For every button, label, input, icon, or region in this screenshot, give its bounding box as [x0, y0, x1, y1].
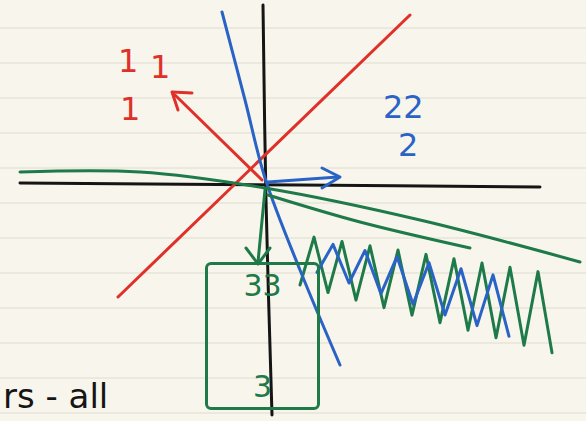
hatch-scribble: [300, 237, 552, 353]
green-arrow: [258, 190, 265, 262]
ruled-line: [0, 98, 586, 99]
green-box: 333: [205, 262, 320, 410]
hatch-scribble: [317, 244, 509, 336]
green-line: [268, 195, 470, 248]
number-text: 33: [243, 269, 281, 302]
number-label: 2: [398, 128, 418, 163]
blue-arrow: [268, 177, 338, 182]
ruled-line: [0, 308, 586, 309]
number-label: 1: [118, 44, 138, 79]
note-text: rs - all: [3, 378, 108, 415]
x-axis: [20, 183, 540, 187]
ruled-line: [0, 168, 586, 169]
number-label: 1: [120, 92, 140, 127]
ruled-line: [0, 133, 586, 134]
ruled-line: [0, 273, 586, 274]
red-line: [118, 15, 410, 297]
number-label: 1: [150, 50, 170, 85]
blue-line: [222, 12, 340, 365]
ruled-line: [0, 28, 586, 29]
ruled-line: [0, 343, 586, 344]
green-line: [20, 171, 580, 262]
ruled-line: [0, 63, 586, 64]
blue-arrowhead: [322, 168, 340, 188]
number-text: 3: [253, 370, 272, 403]
red-arrowhead: [172, 92, 192, 110]
number-label: 22: [383, 90, 424, 125]
red-arrow: [175, 95, 262, 180]
